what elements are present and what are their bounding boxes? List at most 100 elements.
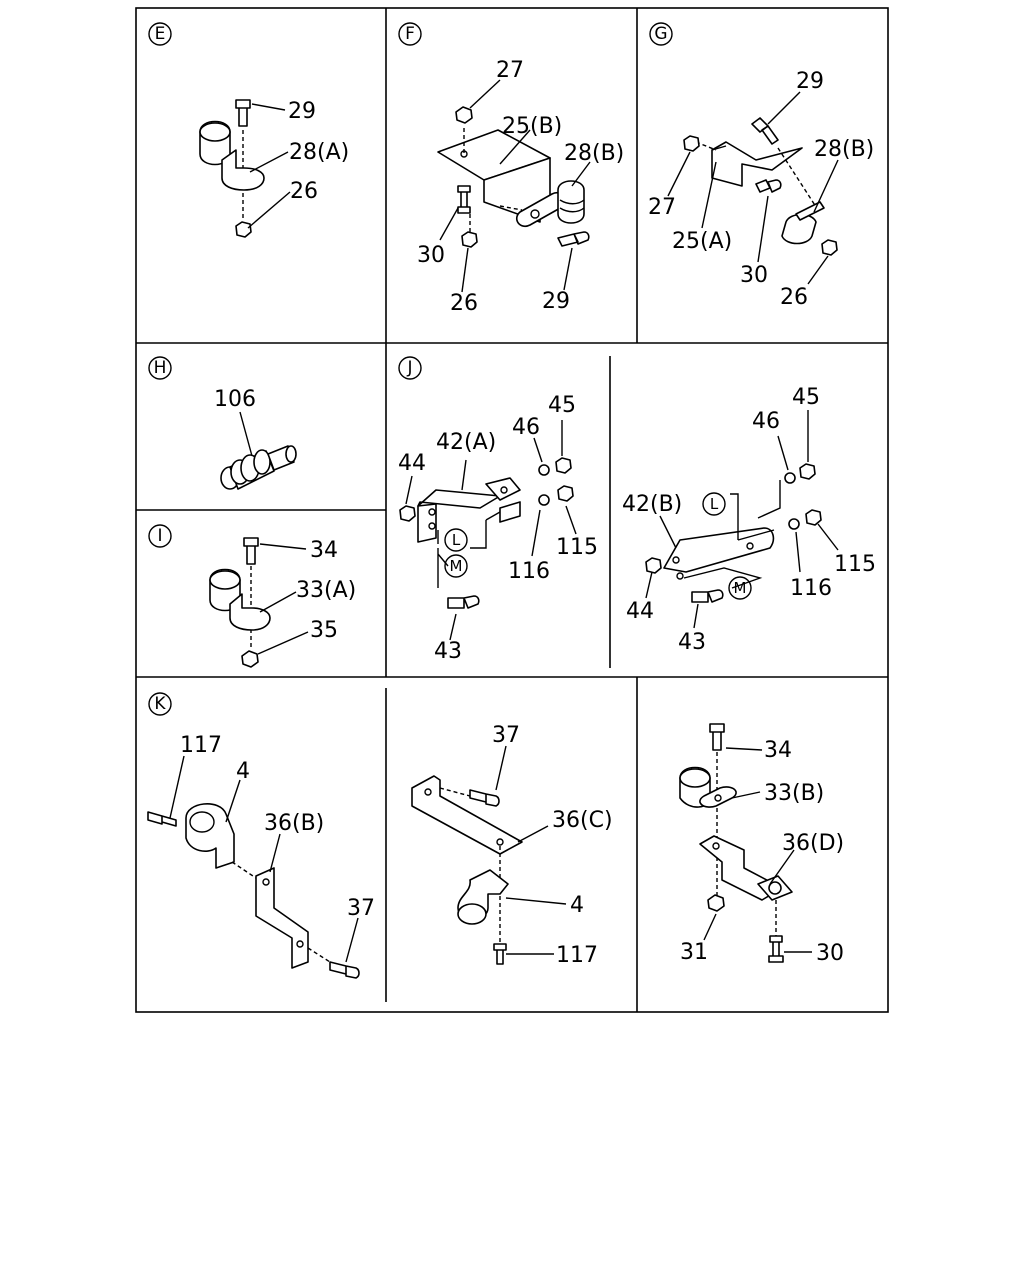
label-26: 26 bbox=[450, 291, 478, 316]
nut-45 bbox=[555, 457, 572, 474]
label-30: 30 bbox=[417, 243, 445, 268]
nut-44 bbox=[645, 557, 662, 574]
panel-letter-f: F bbox=[405, 24, 415, 44]
label-106: 106 bbox=[214, 387, 256, 412]
label-45: 45 bbox=[792, 385, 820, 410]
nut-115 bbox=[805, 509, 822, 526]
bracket-25a bbox=[711, 141, 803, 187]
label-4: 4 bbox=[570, 893, 584, 918]
panel-k-center: 37 36(C) 4 117 bbox=[411, 723, 613, 968]
label-28b: 28(B) bbox=[814, 137, 874, 162]
callout-m: M bbox=[734, 579, 747, 597]
nut-27 bbox=[455, 106, 473, 124]
clamp-28a-tab bbox=[221, 149, 265, 191]
label-26: 26 bbox=[290, 179, 318, 204]
label-45: 45 bbox=[548, 393, 576, 418]
bolt-29 bbox=[751, 117, 779, 145]
callout-m: M bbox=[450, 557, 463, 575]
connector-106 bbox=[220, 445, 297, 490]
nut-45 bbox=[799, 463, 816, 480]
label-116: 116 bbox=[790, 576, 832, 601]
bolt-43 bbox=[691, 589, 724, 603]
label-29: 29 bbox=[542, 289, 570, 314]
label-37: 37 bbox=[492, 723, 520, 748]
panel-j-right: L M 45 46 42(B) 115 116 44 43 bbox=[622, 385, 876, 655]
washer-116 bbox=[538, 494, 550, 506]
label-43: 43 bbox=[434, 639, 462, 664]
panel-letter-h: H bbox=[154, 358, 167, 378]
label-27: 27 bbox=[496, 58, 524, 83]
washer-46 bbox=[538, 464, 550, 476]
panel-f: F 27 25(B) 28(B) 30 26 29 bbox=[398, 22, 624, 316]
panel-letter-e: E bbox=[155, 24, 166, 44]
bolt-117 bbox=[147, 811, 177, 827]
grid-frame bbox=[135, 7, 889, 1013]
label-46: 46 bbox=[752, 409, 780, 434]
label-117: 117 bbox=[556, 943, 598, 968]
panel-letter-j: J bbox=[406, 358, 412, 378]
callout-l: L bbox=[710, 495, 719, 513]
bolt-117 bbox=[493, 943, 507, 965]
panel-j-left: J L M 42(A) 46 45 44 1 bbox=[398, 356, 598, 664]
label-36d: 36(D) bbox=[782, 831, 844, 856]
label-46: 46 bbox=[512, 415, 540, 440]
label-34: 34 bbox=[764, 738, 792, 763]
label-30: 30 bbox=[740, 263, 768, 288]
nut-44 bbox=[399, 505, 416, 522]
panel-k-left: K 117 4 36(B) 37 bbox=[147, 692, 375, 979]
bolt-30 bbox=[755, 179, 782, 193]
panel-letter-g: G bbox=[654, 24, 667, 44]
callout-l: L bbox=[452, 531, 461, 549]
nut-35 bbox=[241, 650, 259, 668]
label-36b: 36(B) bbox=[264, 811, 324, 836]
clamp-28b bbox=[781, 213, 817, 245]
label-37: 37 bbox=[347, 896, 375, 921]
bolt-29 bbox=[557, 231, 590, 247]
label-44: 44 bbox=[626, 599, 654, 624]
label-4: 4 bbox=[236, 759, 250, 784]
label-42b: 42(B) bbox=[622, 492, 682, 517]
panel-h: H 106 bbox=[148, 356, 297, 490]
label-34: 34 bbox=[310, 538, 338, 563]
label-30: 30 bbox=[816, 941, 844, 966]
panel-letter-i: I bbox=[157, 526, 162, 546]
label-28a: 28(A) bbox=[289, 140, 349, 165]
label-29: 29 bbox=[288, 99, 316, 124]
label-33b: 33(B) bbox=[764, 781, 824, 806]
label-44: 44 bbox=[398, 451, 426, 476]
label-25a: 25(A) bbox=[672, 229, 732, 254]
bracket-36c bbox=[411, 775, 523, 855]
bolt-37 bbox=[329, 961, 360, 979]
label-31: 31 bbox=[680, 940, 708, 965]
label-36c: 36(C) bbox=[552, 808, 613, 833]
panel-i: I 34 33(A) 35 bbox=[148, 524, 356, 668]
nut-26 bbox=[235, 221, 252, 238]
bracket-42a bbox=[417, 489, 501, 509]
panel-letter-k: K bbox=[154, 694, 166, 714]
label-42a: 42(A) bbox=[436, 430, 496, 455]
label-35: 35 bbox=[310, 618, 338, 643]
bracket-36b bbox=[255, 867, 309, 969]
bolt-29 bbox=[235, 99, 251, 127]
washer-46 bbox=[784, 472, 796, 484]
panel-e: E 29 28(A) 26 bbox=[148, 22, 349, 238]
clamp-4 bbox=[185, 803, 235, 869]
label-26: 26 bbox=[780, 285, 808, 310]
label-115: 115 bbox=[556, 535, 598, 560]
bolt-34 bbox=[243, 537, 259, 565]
bolt-30 bbox=[768, 935, 784, 963]
nut-26 bbox=[461, 231, 478, 248]
label-25b: 25(B) bbox=[502, 114, 562, 139]
panel-k-right: 34 33(B) 36(D) 31 30 bbox=[679, 723, 844, 966]
bolt-34 bbox=[709, 723, 725, 751]
label-117: 117 bbox=[180, 733, 222, 758]
washer-116 bbox=[788, 518, 800, 530]
label-115: 115 bbox=[834, 552, 876, 577]
panel-g: G 29 28(B) 27 25(A) 30 26 bbox=[648, 22, 874, 310]
label-116: 116 bbox=[508, 559, 550, 584]
clamp-33a-tab bbox=[229, 593, 271, 631]
nut-26 bbox=[821, 239, 838, 256]
label-29: 29 bbox=[796, 69, 824, 94]
label-27: 27 bbox=[648, 195, 676, 220]
